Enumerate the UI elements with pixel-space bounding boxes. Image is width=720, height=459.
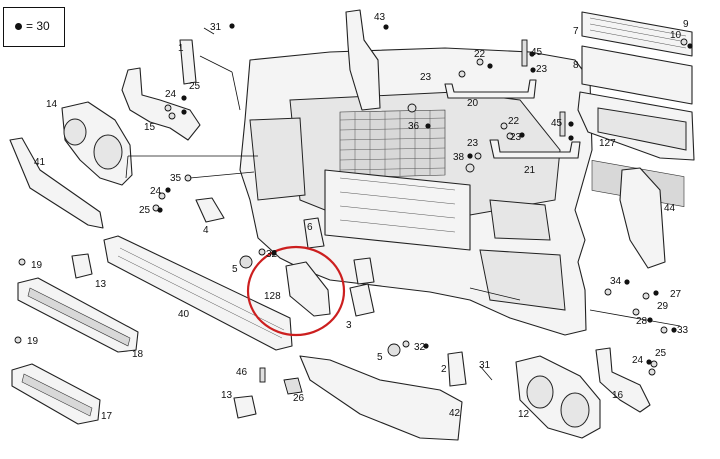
part-13-clip xyxy=(71,253,93,279)
label-38: 38 xyxy=(453,152,465,163)
label-24b: 24 xyxy=(150,186,162,197)
label-17: 17 xyxy=(101,411,113,422)
part-13b-clip xyxy=(233,395,257,419)
label-12: 12 xyxy=(518,409,530,420)
leader-lines xyxy=(125,27,681,381)
part-17-mesh xyxy=(11,363,101,425)
label-46: 46 xyxy=(236,367,248,378)
part-labels: 1 2 3 4 5 5 6 7 8 9 10 12 13 13 14 15 16… xyxy=(27,12,689,422)
label-19b: 19 xyxy=(27,336,39,347)
part-14-lamp xyxy=(61,101,133,186)
label-34: 34 xyxy=(610,276,622,287)
part-6-cover xyxy=(303,217,325,249)
label-24a: 24 xyxy=(165,89,177,100)
label-4: 4 xyxy=(203,225,209,236)
label-6: 6 xyxy=(307,222,313,233)
legend-dot-icon xyxy=(15,23,22,30)
label-9: 9 xyxy=(683,19,689,30)
part-7-grille xyxy=(581,11,693,57)
label-23c: 23 xyxy=(467,138,479,149)
label-7: 7 xyxy=(573,26,579,37)
label-2: 2 xyxy=(441,364,447,375)
part-12-lamp xyxy=(515,355,601,439)
label-16: 16 xyxy=(612,390,624,401)
part-3-cover xyxy=(349,283,375,317)
label-23a: 23 xyxy=(420,72,432,83)
part-4-cover xyxy=(195,197,225,223)
part-18-mesh xyxy=(17,277,139,353)
label-5a: 5 xyxy=(232,264,238,275)
label-23d: 23 xyxy=(510,132,522,143)
part-20-bar xyxy=(444,79,537,99)
highlight-ellipse xyxy=(246,245,346,337)
label-22a: 22 xyxy=(474,49,486,60)
label-19a: 19 xyxy=(31,260,43,271)
part-128-cover xyxy=(285,261,331,317)
part-1 xyxy=(179,39,197,85)
fasteners xyxy=(14,38,688,383)
part-26-nut xyxy=(283,377,303,395)
label-128: 128 xyxy=(264,291,281,302)
dot-markers xyxy=(157,23,693,365)
label-29: 29 xyxy=(657,301,669,312)
part-127-grille xyxy=(577,91,695,161)
label-28: 28 xyxy=(636,316,648,327)
label-32b: 32 xyxy=(414,342,426,353)
label-43: 43 xyxy=(374,12,386,23)
part-43-bracket xyxy=(345,9,381,111)
label-31b: 31 xyxy=(479,360,491,371)
label-32a: 32 xyxy=(266,249,278,260)
part-21-bar xyxy=(489,139,581,159)
label-45b: 45 xyxy=(551,118,563,129)
label-25c: 25 xyxy=(655,348,667,359)
label-33: 33 xyxy=(677,325,689,336)
label-40: 40 xyxy=(178,309,190,320)
label-8: 8 xyxy=(573,60,579,71)
legend-box: = 30 xyxy=(3,7,65,47)
label-13b: 13 xyxy=(221,390,233,401)
legend-text: = 30 xyxy=(26,19,50,33)
label-26: 26 xyxy=(293,393,305,404)
part-6b-cover xyxy=(353,257,375,285)
label-27: 27 xyxy=(670,289,682,300)
part-15-bracket xyxy=(121,67,201,141)
label-24c: 24 xyxy=(632,355,644,366)
label-31a: 31 xyxy=(210,22,222,33)
label-1: 1 xyxy=(178,43,184,54)
label-13a: 13 xyxy=(95,279,107,290)
label-36: 36 xyxy=(408,121,420,132)
label-10: 10 xyxy=(670,30,682,41)
label-14: 14 xyxy=(46,99,58,110)
bumper-body xyxy=(239,47,593,336)
label-25b: 25 xyxy=(139,205,151,216)
label-21: 21 xyxy=(524,165,536,176)
label-35: 35 xyxy=(170,173,182,184)
label-5b: 5 xyxy=(377,352,383,363)
label-25a: 25 xyxy=(189,81,201,92)
label-15: 15 xyxy=(144,122,156,133)
part-42-lip xyxy=(299,355,463,441)
label-22b: 22 xyxy=(508,116,520,127)
part-41-lip xyxy=(9,137,104,229)
label-42: 42 xyxy=(449,408,461,419)
label-44: 44 xyxy=(664,203,676,214)
part-44-cover xyxy=(619,167,666,269)
label-20: 20 xyxy=(467,98,479,109)
label-127: 127 xyxy=(599,138,616,149)
label-23b: 23 xyxy=(536,64,548,75)
label-3: 3 xyxy=(346,320,352,331)
label-45a: 45 xyxy=(531,47,543,58)
label-18: 18 xyxy=(132,349,144,360)
label-41: 41 xyxy=(34,157,46,168)
part-16-bracket xyxy=(595,347,651,413)
part-2-cover xyxy=(447,351,467,387)
